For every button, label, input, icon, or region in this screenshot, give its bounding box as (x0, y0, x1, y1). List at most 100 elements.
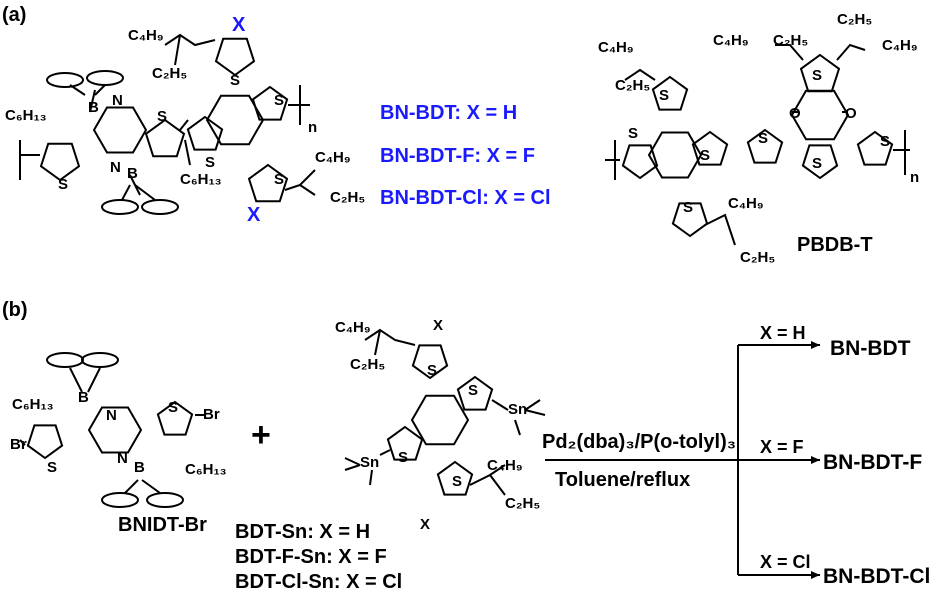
bond (87, 367, 101, 393)
bond (836, 43, 866, 61)
thiophene-ring (386, 425, 424, 461)
thiophene-ring (691, 130, 729, 166)
atom-label: C₄H₉ (487, 457, 523, 474)
quinone-ring (790, 89, 850, 141)
atom-label: N (110, 159, 121, 176)
atom-label: C₆H₁₃ (180, 171, 222, 188)
product-bn-bdt-f: BN-BDT-F (823, 451, 923, 474)
atom-label: C₄H₉ (713, 32, 749, 49)
atom-label: Sn (360, 454, 380, 471)
condition-cl: X = Cl (760, 552, 811, 572)
atom-label: S (398, 449, 409, 466)
thiophene-ring (186, 115, 224, 151)
bnidt-br-name: BNIDT-Br (118, 514, 207, 536)
bond (89, 89, 96, 113)
repeat-n: n (308, 119, 318, 136)
phenyl-ring (46, 352, 84, 368)
atom-label: S (274, 92, 285, 109)
bond (344, 457, 361, 466)
thiophene-ring (26, 424, 64, 460)
bond (379, 449, 391, 456)
pyrazine-ring (92, 106, 148, 154)
solvent-label: Toluene/reflux (555, 469, 691, 491)
atom-label: C₂H₅ (330, 189, 366, 206)
atom-label: C₂H₅ (152, 65, 188, 82)
phenyl-ring (101, 492, 139, 508)
atom-label: B (127, 165, 138, 182)
bond (374, 329, 381, 356)
legend-bn-bdt-cl: BN-BDT-Cl: X = Cl (380, 187, 551, 209)
catalyst-label: Pd₂(dba)₃/P(o-tolyl)₃ (542, 431, 737, 453)
atom-label: C₆H₁₃ (12, 396, 54, 413)
bond (19, 439, 26, 446)
pyrazine-ring (87, 406, 143, 454)
bond (179, 119, 189, 131)
thiophene-ring (801, 144, 839, 180)
phenyl-ring (81, 352, 119, 368)
atom-label: C₄H₉ (882, 37, 918, 54)
atom-label: S (427, 362, 438, 379)
atom-label: O (845, 105, 857, 122)
atom-label: N (112, 92, 123, 109)
atom-label: C₄H₉ (598, 39, 634, 56)
x-substituent: X (247, 204, 261, 226)
product-bn-bdt: BN-BDT (830, 337, 911, 360)
atom-label: C₂H₅ (615, 77, 651, 94)
pbdb-t-name: PBDB-T (797, 234, 873, 256)
atom-label: S (205, 154, 216, 171)
bond (364, 328, 416, 346)
bond (174, 34, 181, 66)
bond (134, 184, 156, 201)
x-substituent: X (232, 14, 246, 36)
atom-label: O (789, 105, 801, 122)
atom-label: C₂H₅ (350, 356, 386, 373)
atom-label: S (274, 171, 285, 188)
thiophene-ring (651, 75, 689, 111)
thiophene-ring (621, 144, 659, 180)
atom-label: X (433, 317, 444, 334)
atom-label: C₄H₉ (128, 27, 164, 44)
atom-label: C₂H₅ (837, 11, 873, 28)
phenyl-ring (101, 199, 139, 215)
atom-label: S (659, 87, 670, 104)
thiophene-ring (456, 375, 494, 411)
product-bn-bdt-cl: BN-BDT-Cl (823, 565, 931, 588)
atom-label: S (47, 459, 58, 476)
bond (164, 33, 216, 47)
bond (141, 479, 161, 494)
atom-label: S (758, 130, 769, 147)
atom-label: Sn (508, 401, 528, 418)
atom-label: C₄H₉ (335, 319, 371, 336)
legend-bn-bdt-f: BN-BDT-F: X = F (380, 145, 535, 167)
phenyl-ring (86, 70, 124, 86)
atom-label: S (683, 199, 694, 216)
panel-a-label: (a) (2, 4, 27, 26)
phenyl-ring (46, 72, 84, 88)
bond (284, 169, 316, 191)
atom-label: C₂H₅ (773, 32, 809, 49)
bond (369, 469, 373, 486)
bdt-f-sn-name: BDT-F-Sn: X = F (235, 546, 387, 568)
bdt-sn-name: BDT-Sn: X = H (235, 521, 371, 543)
arrow-head (811, 571, 820, 579)
thiophene-ring (746, 128, 784, 164)
atom-label: Br (203, 406, 220, 423)
atom-label: B (88, 99, 99, 116)
bond (299, 184, 316, 196)
atom-label: S (628, 125, 639, 142)
atom-label: S (168, 399, 179, 416)
thiophene-ring (144, 118, 186, 158)
atom-label: S (157, 108, 168, 125)
phenyl-ring (141, 199, 179, 215)
repeat-n: n (910, 169, 920, 186)
bond (704, 213, 736, 246)
bond (69, 367, 83, 393)
bond (624, 68, 656, 81)
arrow-head (811, 341, 820, 349)
thiophene-ring (251, 85, 289, 121)
phenyl-ring (146, 492, 184, 508)
atom-label: C₄H₉ (728, 195, 764, 212)
thiophene-ring (156, 400, 194, 436)
